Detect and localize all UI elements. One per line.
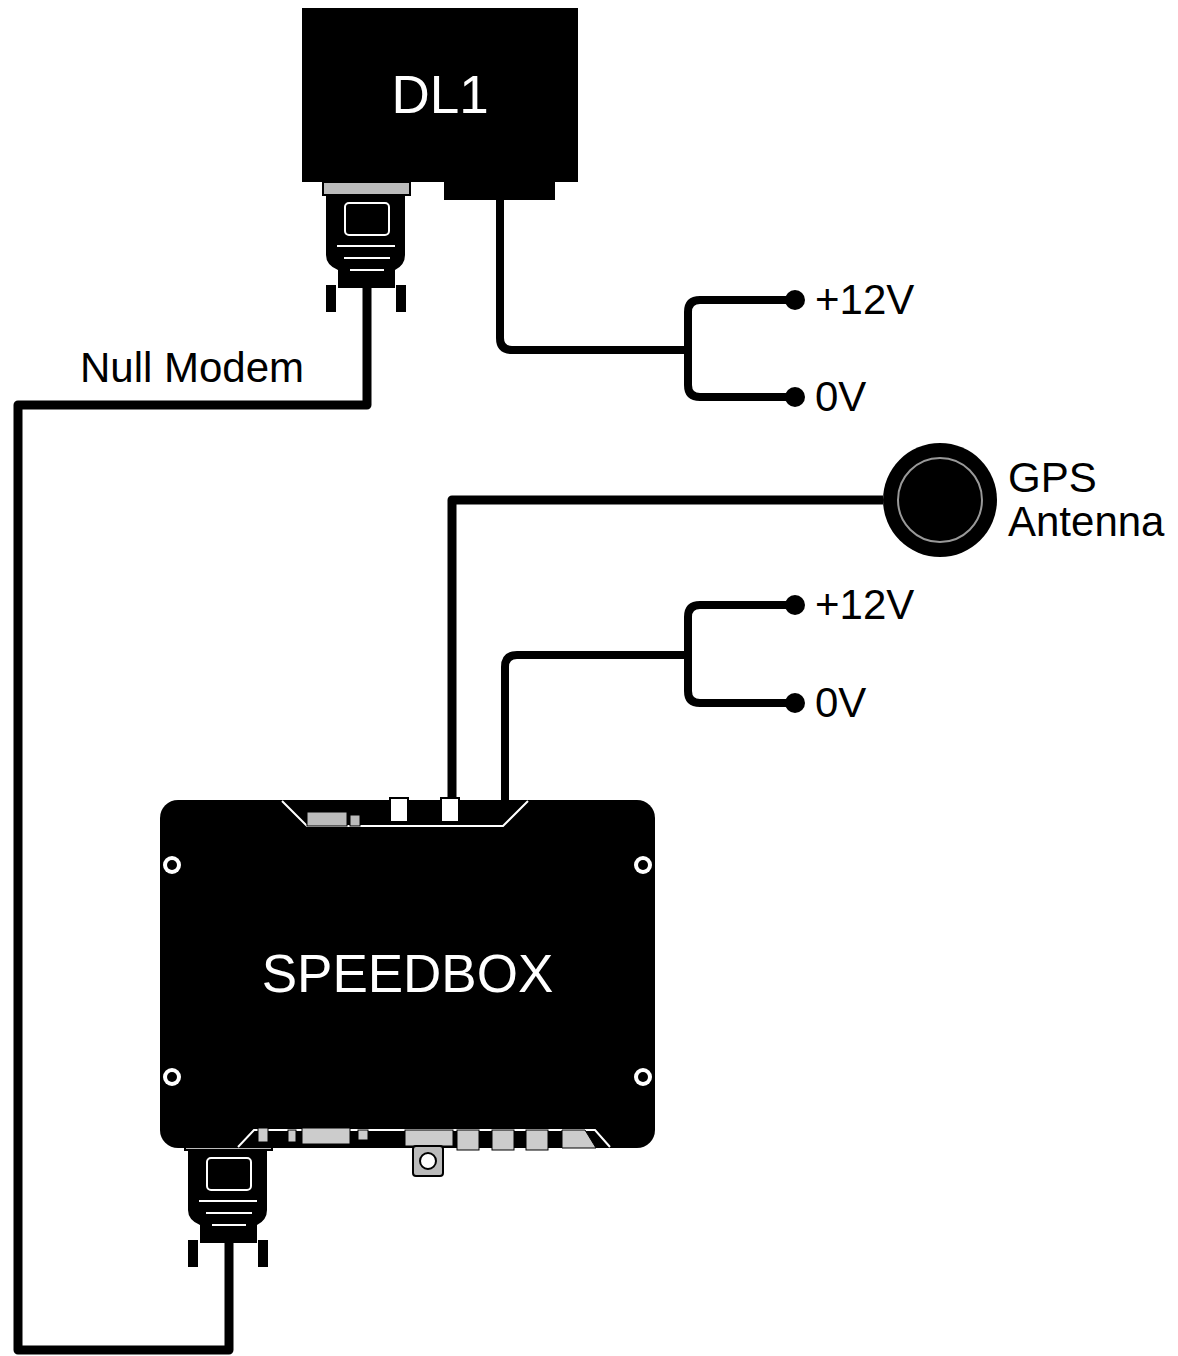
screw-hole <box>167 860 177 870</box>
antenna-ring <box>898 458 982 542</box>
thumbscrew <box>188 1240 198 1267</box>
housing <box>160 800 655 1148</box>
port <box>390 798 408 822</box>
plug-detail <box>199 1201 257 1225</box>
plug-shell <box>323 182 410 195</box>
screw-hole <box>638 1072 648 1082</box>
power-wire <box>688 605 795 703</box>
port <box>358 1130 368 1140</box>
screw-hole <box>634 1068 652 1086</box>
plug-body <box>188 1150 267 1243</box>
port <box>288 1130 296 1142</box>
terminal-label: +12V <box>815 276 914 324</box>
power-plug <box>444 180 555 200</box>
port <box>350 815 360 826</box>
bnc-port <box>420 1153 436 1169</box>
plug-detail <box>337 246 395 270</box>
cable-label: Null Modem <box>78 346 306 390</box>
screw-hole <box>638 860 648 870</box>
device-name: SPEEDBOX <box>262 946 554 1002</box>
plug-detail <box>207 1158 251 1190</box>
bnc-port <box>413 1146 443 1176</box>
device-label: GPS Antenna <box>1008 456 1173 544</box>
port <box>457 1130 479 1150</box>
power-wire <box>688 300 795 397</box>
port <box>307 812 347 826</box>
terminal-label: 0V <box>815 373 866 421</box>
bevel <box>238 1130 610 1147</box>
terminal-dot <box>785 387 805 407</box>
device-name: DL1 <box>391 67 488 123</box>
port <box>562 1130 596 1148</box>
plug-detail <box>345 203 389 235</box>
terminal-dot <box>785 693 805 713</box>
plug-body <box>326 195 405 288</box>
logger-box: DL1 <box>302 8 578 182</box>
thumbscrew <box>258 1240 268 1267</box>
screw-hole <box>167 1072 177 1082</box>
speedbox-unit: SPEEDBOX <box>160 800 655 1148</box>
screw-hole <box>634 856 652 874</box>
terminal-dot <box>785 595 805 615</box>
port <box>526 1130 548 1150</box>
terminal-label: +12V <box>815 581 914 629</box>
db9-plug <box>323 182 410 312</box>
port <box>258 1128 268 1142</box>
power-wire <box>505 655 688 805</box>
gps-antenna: GPS Antenna <box>883 443 997 557</box>
thumbscrew <box>326 285 336 312</box>
port <box>302 1128 350 1144</box>
port <box>441 798 459 822</box>
antenna-symbol <box>883 443 997 557</box>
port <box>492 1130 514 1150</box>
terminal-label: 0V <box>815 679 866 727</box>
screw-hole <box>163 856 181 874</box>
power-wire <box>500 200 688 350</box>
port <box>405 1130 453 1146</box>
thumbscrew <box>396 285 406 312</box>
db9-plug <box>185 1137 272 1267</box>
antenna-cable <box>452 500 883 800</box>
screw-hole <box>163 1068 181 1086</box>
terminal-dot <box>785 290 805 310</box>
serial-cable <box>18 182 367 1350</box>
antenna-body <box>883 443 997 557</box>
